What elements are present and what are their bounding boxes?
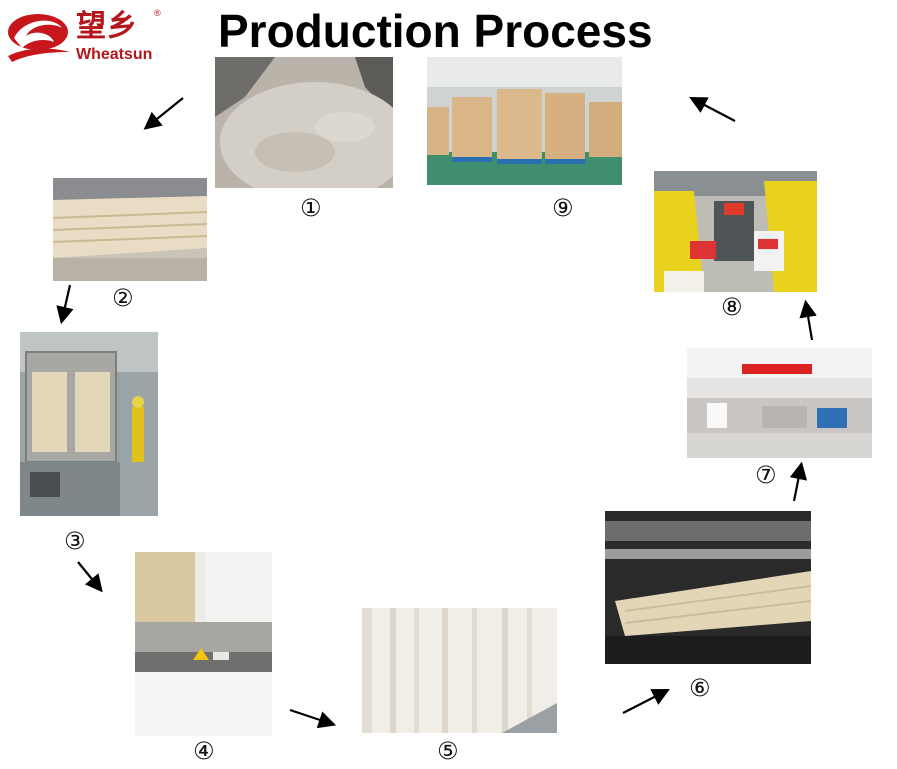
arrow-6-to-7: [789, 461, 808, 502]
step-7-label: ⑦: [755, 461, 777, 489]
step-2-photo: [53, 178, 207, 281]
logo-chinese-text: 望乡: [76, 9, 138, 44]
step-9-label: ⑨: [552, 194, 574, 222]
step-5-label: ⑤: [437, 737, 459, 765]
step-9-photo: [427, 57, 622, 185]
brand-logo: 望乡 ® Wheatsun: [4, 8, 174, 68]
dough-sheets-photo-icon: [53, 178, 207, 281]
noodle-machine-photo-icon: [135, 552, 272, 736]
step-5-photo: [362, 608, 557, 733]
step-4-label: ④: [193, 737, 215, 765]
step-1-photo: [215, 57, 393, 188]
step-8-label: ⑧: [721, 293, 743, 321]
registered-mark: ®: [154, 8, 161, 18]
arrow-5-to-6: [622, 688, 670, 714]
step-2-label: ②: [112, 284, 134, 312]
logo-english-text: Wheatsun: [76, 46, 153, 63]
packaging-floor-photo-icon: [687, 348, 872, 458]
page-title: Production Process: [218, 5, 653, 57]
hanging-noodles-photo-icon: [362, 608, 557, 733]
step-3-photo: [20, 332, 158, 516]
step-1-label: ①: [300, 194, 322, 222]
step-6-label: ⑥: [689, 674, 711, 702]
step-6-photo: [605, 511, 811, 664]
warehouse-boxes-photo-icon: [427, 57, 622, 185]
arrow-7-to-8: [799, 299, 817, 341]
step-4-photo: [135, 552, 272, 736]
step-8-photo: [654, 171, 817, 292]
step-3-label: ③: [64, 527, 86, 555]
arrow-2-to-3: [56, 284, 74, 325]
packing-workers-photo-icon: [654, 171, 817, 292]
flour-photo-icon: [215, 57, 393, 188]
arrow-1-to-2: [143, 97, 184, 130]
arrow-8-to-9: [689, 96, 736, 122]
step-7-photo: [687, 348, 872, 458]
cutting-line-photo-icon: [605, 511, 811, 664]
wheatsun-logo-icon: [8, 14, 70, 62]
arrow-3-to-4: [77, 561, 103, 593]
arrow-4-to-5: [289, 708, 337, 729]
drying-room-photo-icon: [20, 332, 158, 516]
